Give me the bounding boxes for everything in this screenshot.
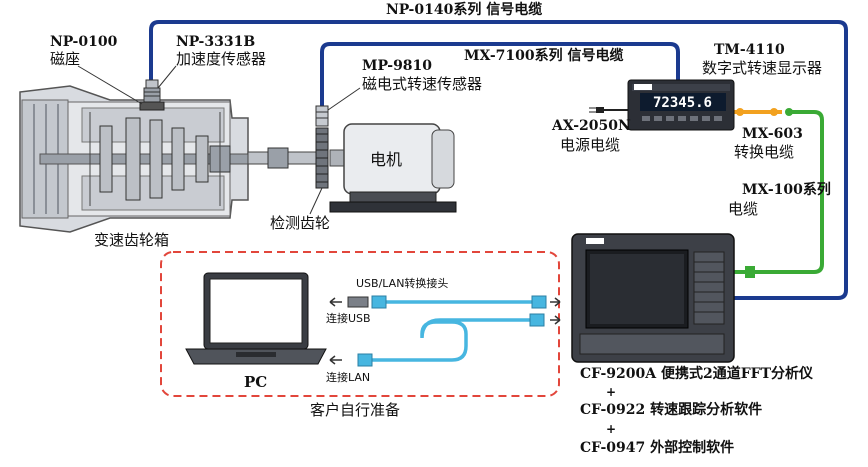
usb-adapter-cable-end bbox=[371, 295, 387, 309]
mx603-name: 转换电缆 bbox=[734, 143, 795, 161]
ax2050n-power-cable bbox=[589, 107, 628, 113]
ax2050n-name: 电源电缆 bbox=[560, 136, 621, 154]
cf0947-label: CF-0947 外部控制软件 bbox=[580, 440, 735, 456]
mx7100-signal-cable bbox=[320, 42, 680, 106]
mx100-code: MX-100系列 bbox=[742, 182, 831, 198]
leader-np3331b bbox=[157, 65, 177, 89]
customer-prepared-box bbox=[160, 251, 560, 397]
motor bbox=[329, 123, 457, 213]
np0100-name: 磁座 bbox=[50, 50, 81, 68]
mp9810-code: MP-9810 bbox=[362, 58, 433, 74]
motor-label: 电机 bbox=[370, 150, 403, 169]
lan-plug-pc bbox=[357, 353, 373, 367]
usb-lan-adapter-label: USB/LAN转换接头 bbox=[356, 277, 449, 290]
arrow-analyzer-usb bbox=[550, 297, 561, 307]
tm4110-display-value: 72345.6 bbox=[653, 95, 712, 111]
np0140-label: NP-0140系列 信号电缆 bbox=[386, 2, 543, 18]
leader-np0100 bbox=[77, 65, 143, 105]
ax2050n-code: AX-2050N bbox=[552, 118, 631, 134]
mx100-name: 电缆 bbox=[728, 200, 759, 218]
mx603-plug-right bbox=[770, 108, 778, 116]
cf0922-label: CF-0922 转速跟踪分析软件 bbox=[580, 402, 763, 418]
mx603-plug-left bbox=[736, 108, 744, 116]
mx100-cable bbox=[733, 110, 824, 274]
gear-label: 检测齿轮 bbox=[270, 214, 331, 232]
tm4110-display: 72345.6 bbox=[627, 79, 735, 131]
gearbox bbox=[19, 85, 273, 233]
leader-mp9810 bbox=[327, 87, 361, 111]
np0100-magnetic-base bbox=[139, 101, 165, 111]
arrow-connect-usb bbox=[329, 297, 342, 307]
tm4110-code: TM-4110 bbox=[714, 42, 785, 58]
tm4110-name: 数字式转速显示器 bbox=[702, 59, 823, 77]
leader-gear bbox=[309, 187, 323, 215]
mx100-plug-top bbox=[785, 108, 793, 116]
coupling-shaft bbox=[247, 147, 319, 169]
gearbox-label: 变速齿轮箱 bbox=[94, 231, 170, 249]
pc-laptop bbox=[185, 272, 327, 365]
lan-plug-analyzer bbox=[529, 313, 545, 327]
mx100-plug-end bbox=[745, 266, 755, 278]
connect-lan-label: 连接LAN bbox=[326, 371, 371, 384]
pc-label: PC bbox=[244, 373, 268, 391]
lan-cable bbox=[372, 318, 530, 362]
detection-gear bbox=[315, 127, 329, 189]
connect-usb-label: 连接USB bbox=[326, 312, 371, 325]
mp9810-name: 磁电式转速传感器 bbox=[362, 75, 483, 93]
cf9200a-label: CF-9200A 便携式2通道FFT分析仪 bbox=[580, 366, 814, 382]
np3331b-name: 加速度传感器 bbox=[176, 50, 267, 68]
plus-1: + bbox=[606, 385, 617, 399]
usb-adapter bbox=[347, 296, 369, 308]
arrow-analyzer-lan bbox=[550, 315, 561, 325]
mx603-code: MX-603 bbox=[742, 126, 803, 142]
np0100-code: NP-0100 bbox=[50, 34, 118, 50]
plus-2: + bbox=[606, 422, 617, 436]
customer-prepare-label: 客户自行准备 bbox=[310, 401, 401, 419]
mx7100-label: MX-7100系列 信号电缆 bbox=[464, 48, 624, 64]
arrow-connect-lan bbox=[329, 355, 342, 365]
mp9810-speed-sensor bbox=[315, 105, 329, 127]
cf9200a-analyzer bbox=[571, 233, 735, 363]
np0140-signal-cable bbox=[149, 20, 848, 300]
np3331b-accelerometer bbox=[143, 79, 161, 103]
usb-plug-analyzer bbox=[531, 295, 547, 309]
np3331b-code: NP-3331B bbox=[176, 34, 256, 50]
